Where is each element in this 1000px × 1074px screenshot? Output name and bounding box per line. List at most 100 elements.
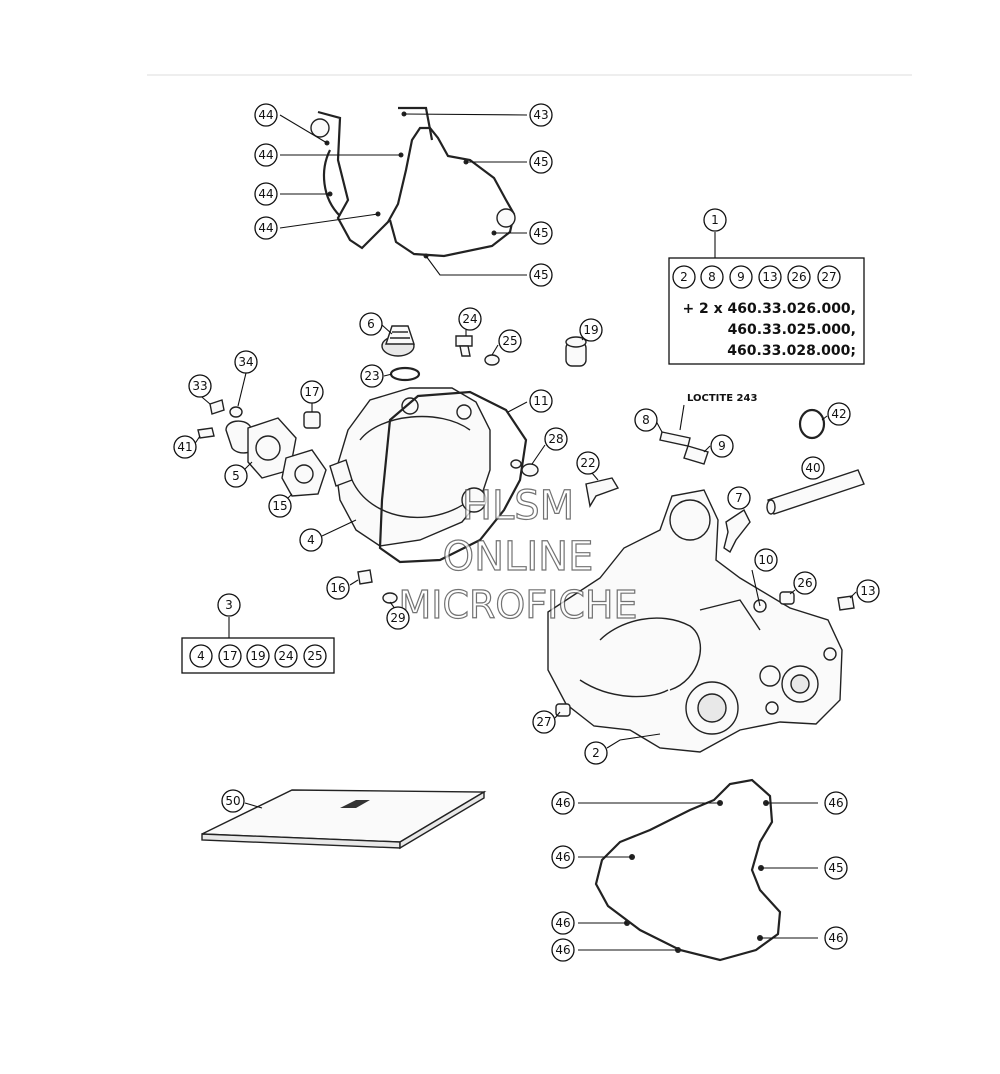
kit-3-part-24[interactable]: 24 xyxy=(274,644,298,668)
kit-3-part-19[interactable]: 19 xyxy=(246,644,270,668)
svg-text:27: 27 xyxy=(821,270,836,284)
callout-43[interactable]: 43 xyxy=(529,103,553,127)
svg-text:13: 13 xyxy=(860,584,875,598)
callout-46[interactable]: 46 xyxy=(551,845,575,869)
callout-7[interactable]: 7 xyxy=(727,486,751,510)
callout-46[interactable]: 46 xyxy=(824,791,848,815)
callout-10[interactable]: 10 xyxy=(754,548,778,572)
callout-41[interactable]: 41 xyxy=(173,435,197,459)
svg-text:41: 41 xyxy=(177,440,192,454)
callout-6[interactable]: 6 xyxy=(359,312,383,336)
watermark-line-3: MICROFICHE xyxy=(398,583,637,627)
svg-text:8: 8 xyxy=(642,413,650,427)
callouts: 44 44 44 44 43 45 45 45 1 2 8 9 13 26 27… xyxy=(173,103,880,962)
svg-text:40: 40 xyxy=(805,461,820,475)
svg-text:17: 17 xyxy=(222,649,237,663)
callout-44[interactable]: 44 xyxy=(254,103,278,127)
callout-46[interactable]: 46 xyxy=(551,911,575,935)
callout-15[interactable]: 15 xyxy=(268,494,292,518)
crankcase xyxy=(547,489,843,753)
svg-text:23: 23 xyxy=(364,369,379,383)
svg-text:19: 19 xyxy=(583,323,598,337)
callout-1[interactable]: 1 xyxy=(703,208,727,232)
callout-45[interactable]: 45 xyxy=(824,856,848,880)
svg-text:46: 46 xyxy=(555,850,570,864)
svg-text:11: 11 xyxy=(533,394,548,408)
callout-9[interactable]: 9 xyxy=(710,434,734,458)
svg-text:5: 5 xyxy=(232,469,240,483)
callout-46[interactable]: 46 xyxy=(551,938,575,962)
svg-text:25: 25 xyxy=(307,649,322,663)
callout-33[interactable]: 33 xyxy=(188,374,212,398)
water-pump-parts xyxy=(193,372,327,503)
bolt-8-sleeve-9: LOCTITE 243 xyxy=(655,393,757,465)
kit-1-part-8[interactable]: 8 xyxy=(700,265,724,289)
kit-1-part-13[interactable]: 13 xyxy=(758,265,782,289)
svg-text:4: 4 xyxy=(307,533,315,547)
callout-25[interactable]: 25 xyxy=(498,329,522,353)
callout-45[interactable]: 45 xyxy=(529,221,553,245)
callout-2[interactable]: 2 xyxy=(584,741,608,765)
callout-29[interactable]: 29 xyxy=(386,606,410,630)
svg-text:44: 44 xyxy=(258,187,273,201)
callout-44[interactable]: 44 xyxy=(254,182,278,206)
callout-11[interactable]: 11 xyxy=(529,389,553,413)
svg-text:45: 45 xyxy=(533,155,548,169)
watermark-line-2: ONLINE xyxy=(443,534,594,580)
svg-text:46: 46 xyxy=(555,943,570,957)
callout-45[interactable]: 45 xyxy=(529,150,553,174)
svg-text:46: 46 xyxy=(828,931,843,945)
kit-1-part-26[interactable]: 26 xyxy=(787,265,811,289)
kit-3-part-4[interactable]: 4 xyxy=(189,644,213,668)
svg-text:16: 16 xyxy=(330,581,345,595)
callout-27[interactable]: 27 xyxy=(532,710,556,734)
svg-text:29: 29 xyxy=(390,611,405,625)
svg-text:19: 19 xyxy=(250,649,265,663)
svg-text:44: 44 xyxy=(258,108,273,122)
callout-17[interactable]: 17 xyxy=(300,380,324,404)
callout-46[interactable]: 46 xyxy=(824,926,848,950)
svg-text:28: 28 xyxy=(548,432,563,446)
callout-23[interactable]: 23 xyxy=(360,364,384,388)
kit-1-part-27[interactable]: 27 xyxy=(817,265,841,289)
callout-28[interactable]: 28 xyxy=(544,427,568,451)
svg-text:46: 46 xyxy=(555,916,570,930)
kit-1-part-9[interactable]: 9 xyxy=(729,265,753,289)
callout-13[interactable]: 13 xyxy=(856,579,880,603)
clutch-cover-gasket xyxy=(310,106,516,259)
svg-text:43: 43 xyxy=(533,108,548,122)
kit-1-line-1: + 2 x 460.33.026.000, xyxy=(682,301,856,317)
kit-3-part-25[interactable]: 25 xyxy=(303,644,327,668)
callout-8[interactable]: 8 xyxy=(634,408,658,432)
callout-50[interactable]: 50 xyxy=(221,789,245,813)
svg-text:9: 9 xyxy=(718,439,726,453)
svg-text:50: 50 xyxy=(225,794,240,808)
top-gasket-leaders xyxy=(279,113,528,276)
callout-3[interactable]: 3 xyxy=(217,593,241,617)
callout-46[interactable]: 46 xyxy=(551,791,575,815)
callout-44[interactable]: 44 xyxy=(254,143,278,167)
callout-34[interactable]: 34 xyxy=(234,350,258,374)
callout-44[interactable]: 44 xyxy=(254,216,278,240)
callout-40[interactable]: 40 xyxy=(801,456,825,480)
bolt-24-washer-25 xyxy=(455,330,500,366)
svg-text:46: 46 xyxy=(555,796,570,810)
svg-text:13: 13 xyxy=(762,270,777,284)
callout-22[interactable]: 22 xyxy=(576,451,600,475)
callout-45[interactable]: 45 xyxy=(529,263,553,287)
small-parts-center xyxy=(349,444,620,611)
kit-3-part-17[interactable]: 17 xyxy=(218,644,242,668)
svg-text:45: 45 xyxy=(533,226,548,240)
callout-5[interactable]: 5 xyxy=(224,464,248,488)
svg-text:24: 24 xyxy=(462,312,477,326)
callout-42[interactable]: 42 xyxy=(827,402,851,426)
callout-19[interactable]: 19 xyxy=(579,318,603,342)
kit-1-part-2[interactable]: 2 xyxy=(672,265,696,289)
callout-16[interactable]: 16 xyxy=(326,576,350,600)
svg-text:8: 8 xyxy=(708,270,716,284)
owner-manual xyxy=(201,789,487,850)
callout-26[interactable]: 26 xyxy=(793,571,817,595)
svg-text:17: 17 xyxy=(304,385,319,399)
callout-4[interactable]: 4 xyxy=(299,528,323,552)
callout-24[interactable]: 24 xyxy=(458,307,482,331)
